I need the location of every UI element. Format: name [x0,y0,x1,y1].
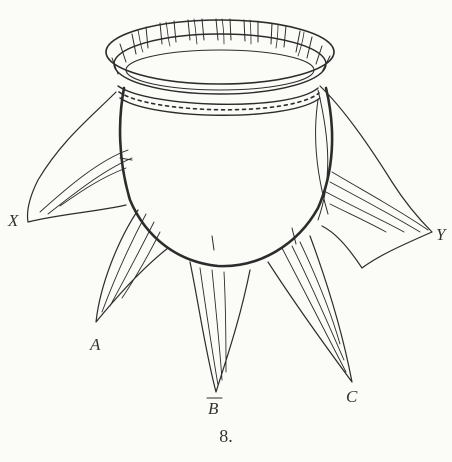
figure-caption: 8. [0,426,452,447]
lobe-x [27,92,132,222]
lobe-c [268,228,352,382]
rim-ring [106,19,334,94]
label-x: X [8,212,18,229]
bell-inner-line [318,90,328,220]
lobe-y [320,86,432,268]
lobe-b [190,236,250,392]
lobe-a [96,210,168,322]
label-b: B [208,400,218,417]
label-c: C [346,388,357,405]
label-a: A [90,336,100,353]
label-y: Y [436,226,445,243]
